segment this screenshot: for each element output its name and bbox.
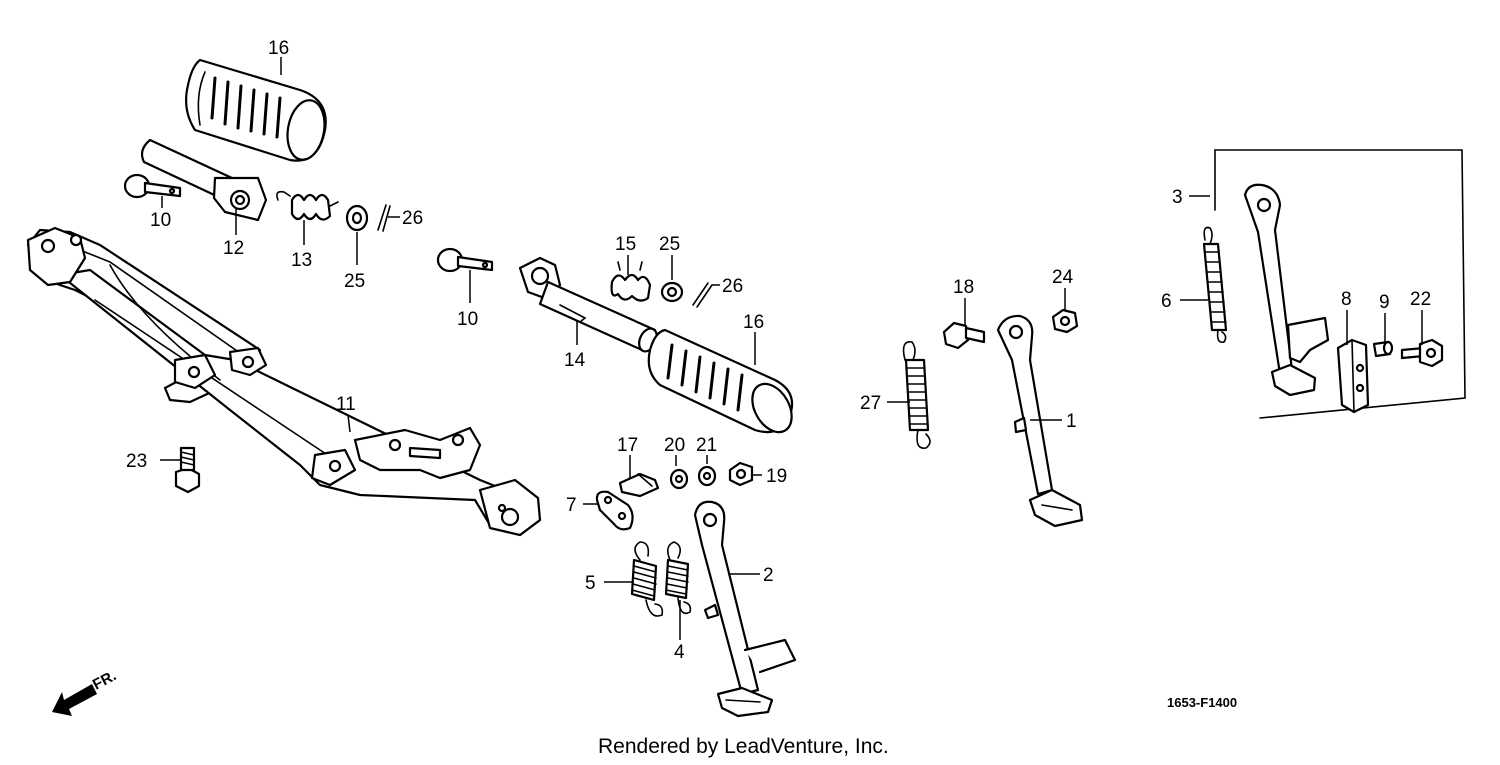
callout-25-upper: 25 <box>344 271 365 292</box>
footpeg-rubber-middle-part[interactable] <box>647 328 800 439</box>
leader-lines <box>160 57 1423 640</box>
footpeg-rubber-upper-part[interactable] <box>185 58 329 163</box>
callout-16-upper: 16 <box>268 38 289 59</box>
spring-4-part[interactable] <box>664 541 692 615</box>
washer-25-middle-part[interactable] <box>660 281 684 303</box>
diagram-code: 1653-F1400 <box>1167 695 1237 710</box>
plate-7-part[interactable] <box>595 490 634 531</box>
callout-1: 1 <box>1066 411 1077 432</box>
callout-2: 2 <box>763 565 774 586</box>
spring-5-part[interactable] <box>630 541 664 617</box>
washer-21-part[interactable] <box>697 465 717 487</box>
footpeg-upper-part[interactable] <box>140 138 268 222</box>
pin-10-middle-part[interactable] <box>436 247 494 273</box>
callout-20: 20 <box>664 435 685 456</box>
spring-6-part[interactable] <box>1202 226 1228 344</box>
callout-16-middle: 16 <box>743 312 764 333</box>
callout-25-middle: 25 <box>659 234 680 255</box>
callout-7: 7 <box>566 495 577 516</box>
callout-24: 24 <box>1052 267 1074 288</box>
callout-13: 13 <box>291 250 312 271</box>
side-stand-3-part[interactable] <box>1243 183 1330 397</box>
washer-20-part[interactable] <box>669 468 689 490</box>
cotter-pin-26-middle-part[interactable] <box>692 282 713 308</box>
render-credit: Rendered by LeadVenture, Inc. <box>598 735 889 758</box>
callout-labels: 16 10 12 13 25 26 10 14 15 25 26 16 11 2… <box>126 38 1431 663</box>
step-bar-part[interactable] <box>26 226 542 537</box>
spring-15-part[interactable] <box>610 261 652 302</box>
callout-21: 21 <box>696 435 717 456</box>
callout-15: 15 <box>615 234 636 255</box>
callout-23: 23 <box>126 451 147 472</box>
callout-4: 4 <box>674 642 685 663</box>
callout-19: 19 <box>766 466 787 487</box>
spring-27-part[interactable] <box>902 341 931 449</box>
washer-25-upper-part[interactable] <box>345 204 369 232</box>
callout-11: 11 <box>336 394 356 415</box>
callout-3: 3 <box>1172 187 1183 208</box>
callout-9: 9 <box>1379 292 1390 313</box>
arrow-icon <box>52 684 97 716</box>
collar-9-part[interactable] <box>1372 340 1394 358</box>
pad-8-part[interactable] <box>1336 338 1370 414</box>
callout-10-middle: 10 <box>457 309 478 330</box>
callout-6: 6 <box>1161 291 1172 312</box>
callout-18: 18 <box>953 277 974 298</box>
bolt-17-part[interactable] <box>618 472 660 498</box>
callout-26-upper: 26 <box>402 208 423 229</box>
footpeg-middle-part[interactable] <box>518 256 660 354</box>
side-stand-1-part[interactable] <box>996 314 1084 528</box>
bolt-18-part[interactable] <box>942 321 986 350</box>
callout-8: 8 <box>1341 289 1352 310</box>
pin-10-upper-part[interactable] <box>123 173 182 199</box>
callout-12: 12 <box>223 238 244 259</box>
cotter-pin-26-upper-part[interactable] <box>377 204 391 232</box>
spring-13-part[interactable] <box>276 190 339 221</box>
callout-26-middle: 26 <box>722 276 743 297</box>
nut-24-part[interactable] <box>1051 308 1079 334</box>
bolt-22-part[interactable] <box>1400 338 1444 368</box>
callout-22: 22 <box>1410 289 1431 310</box>
callout-14: 14 <box>564 350 586 371</box>
callout-17: 17 <box>617 435 638 456</box>
bolt-23-part[interactable] <box>174 446 201 494</box>
callout-27: 27 <box>860 393 881 414</box>
front-direction-arrow: FR. <box>52 667 119 716</box>
nut-19-part[interactable] <box>728 461 754 487</box>
callout-5: 5 <box>585 573 596 594</box>
callout-10-upper: 10 <box>150 210 171 231</box>
side-stand-2-part[interactable] <box>693 500 797 718</box>
